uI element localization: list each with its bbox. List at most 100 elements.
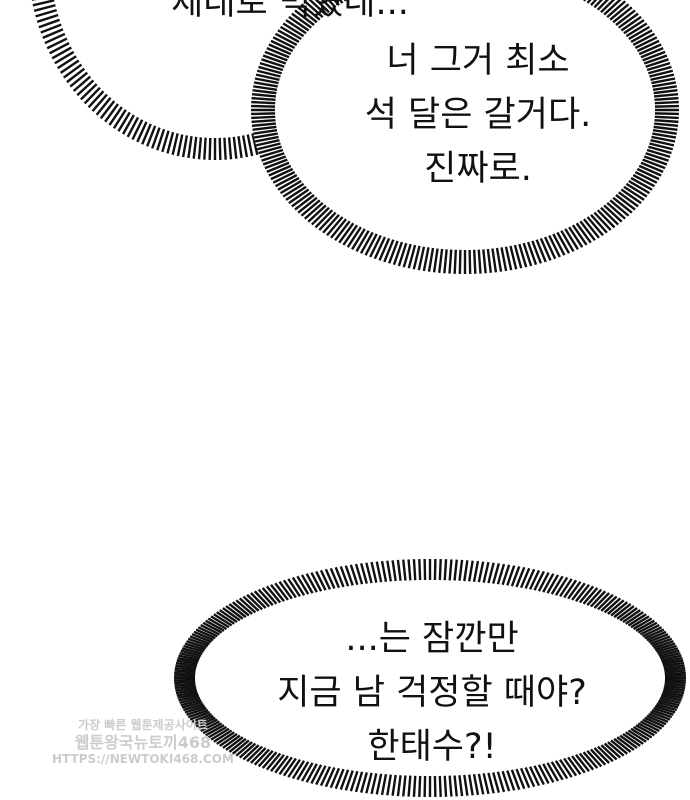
burst-tick [637,621,658,634]
burst-tick [174,666,196,671]
burst-tick [651,637,673,647]
burst-tick [589,748,607,766]
burst-tick [443,249,448,274]
burst-tick [418,775,422,797]
bubble-text-bottom: ...는 잠깐만 지금 남 걱정할 때야? 한태수?! [277,612,587,774]
burst-tick [630,29,653,44]
burst-tick [288,188,310,205]
burst-tick [644,716,665,728]
burst-tick [174,671,196,676]
burst-tick [615,194,636,211]
burst-tick [252,89,277,95]
burst-tick [191,712,212,723]
burst-tick [219,609,238,624]
burst-tick [181,647,203,655]
burst-tick [254,135,279,143]
burst-tick [412,559,417,581]
burst-tick [528,569,541,590]
burst-tick [187,709,209,719]
burst-tick [183,703,204,712]
burst-tick [291,760,306,780]
burst-tick [639,624,660,636]
burst-tick [253,85,278,91]
burst-tick [571,224,588,246]
burst-tick [186,640,207,649]
burst-tick [487,562,495,584]
burst-tick [310,571,323,592]
burst-tick [288,15,310,32]
burst-tick [661,656,683,663]
burst-tick [515,768,526,790]
burst-tick [659,652,681,659]
burst-tick [380,560,388,582]
burst-tick [238,597,257,614]
burst-tick [342,224,359,246]
burst-tick [648,712,669,723]
burst-tick [261,751,278,769]
burst-tick [477,773,485,795]
burst-tick [654,115,679,120]
burst-tick [344,565,354,586]
burst-tick [597,745,614,763]
burst-tick [543,236,557,260]
burst-tick [586,588,603,606]
burst-tick [636,167,660,181]
burst-tick [397,242,408,267]
burst-tick [510,566,521,587]
burst-tick [375,561,383,583]
bubble-line: 진짜로. [424,149,532,189]
burst-tick [242,595,260,612]
burst-tick [578,585,595,604]
burst-tick [559,578,573,598]
burst-tick [653,122,679,128]
burst-tick [612,6,633,24]
burst-tick [189,635,211,645]
watermark-line1: 가장 빠른 웹툰제공사이트 [78,718,208,732]
burst-tick [649,69,674,78]
burst-tick [258,65,282,75]
burst-tick [635,724,655,737]
burst-tick [662,661,685,667]
burst-tick [49,42,70,55]
bubble-line: 석 달은 갈거다. [364,95,592,135]
burst-tick [287,578,301,598]
burst-tick [593,0,603,9]
burst-tick [635,619,655,632]
burst-tick [287,758,301,778]
burst-tick [112,109,127,129]
burst-tick [258,145,282,155]
burst-tick [282,579,297,599]
burst-tick [391,774,397,796]
burst-tick [638,43,662,56]
burst-tick [176,659,198,665]
burst-tick [625,611,644,625]
burst-tick [268,43,292,56]
burst-tick [364,233,378,256]
burst-tick [391,560,397,582]
burst-tick [634,170,658,184]
burst-tick [46,37,68,50]
burst-tick [181,701,203,709]
burst-tick [324,568,336,589]
burst-tick [653,125,678,131]
burst-tick [360,772,368,793]
burst-tick [453,559,458,581]
burst-tick [657,647,679,655]
bubble-line: 제대로 먹혔네... [171,0,409,23]
watermark-line3: HTTPS://NEWTOKI468.COM [52,752,234,766]
burst-tick [645,152,669,162]
burst-tick [567,581,582,600]
burst-tick [296,761,310,781]
burst-tick [72,75,92,92]
burst-tick [174,685,196,690]
burst-tick [526,241,538,266]
burst-tick [586,750,603,768]
burst-tick [246,745,263,763]
burst-tick [291,576,306,596]
burst-tick [458,559,464,581]
burst-tick [255,73,280,81]
burst-tick [506,770,516,791]
burst-tick [622,609,641,624]
burst-tick [200,720,221,732]
burst-tick [537,764,550,785]
